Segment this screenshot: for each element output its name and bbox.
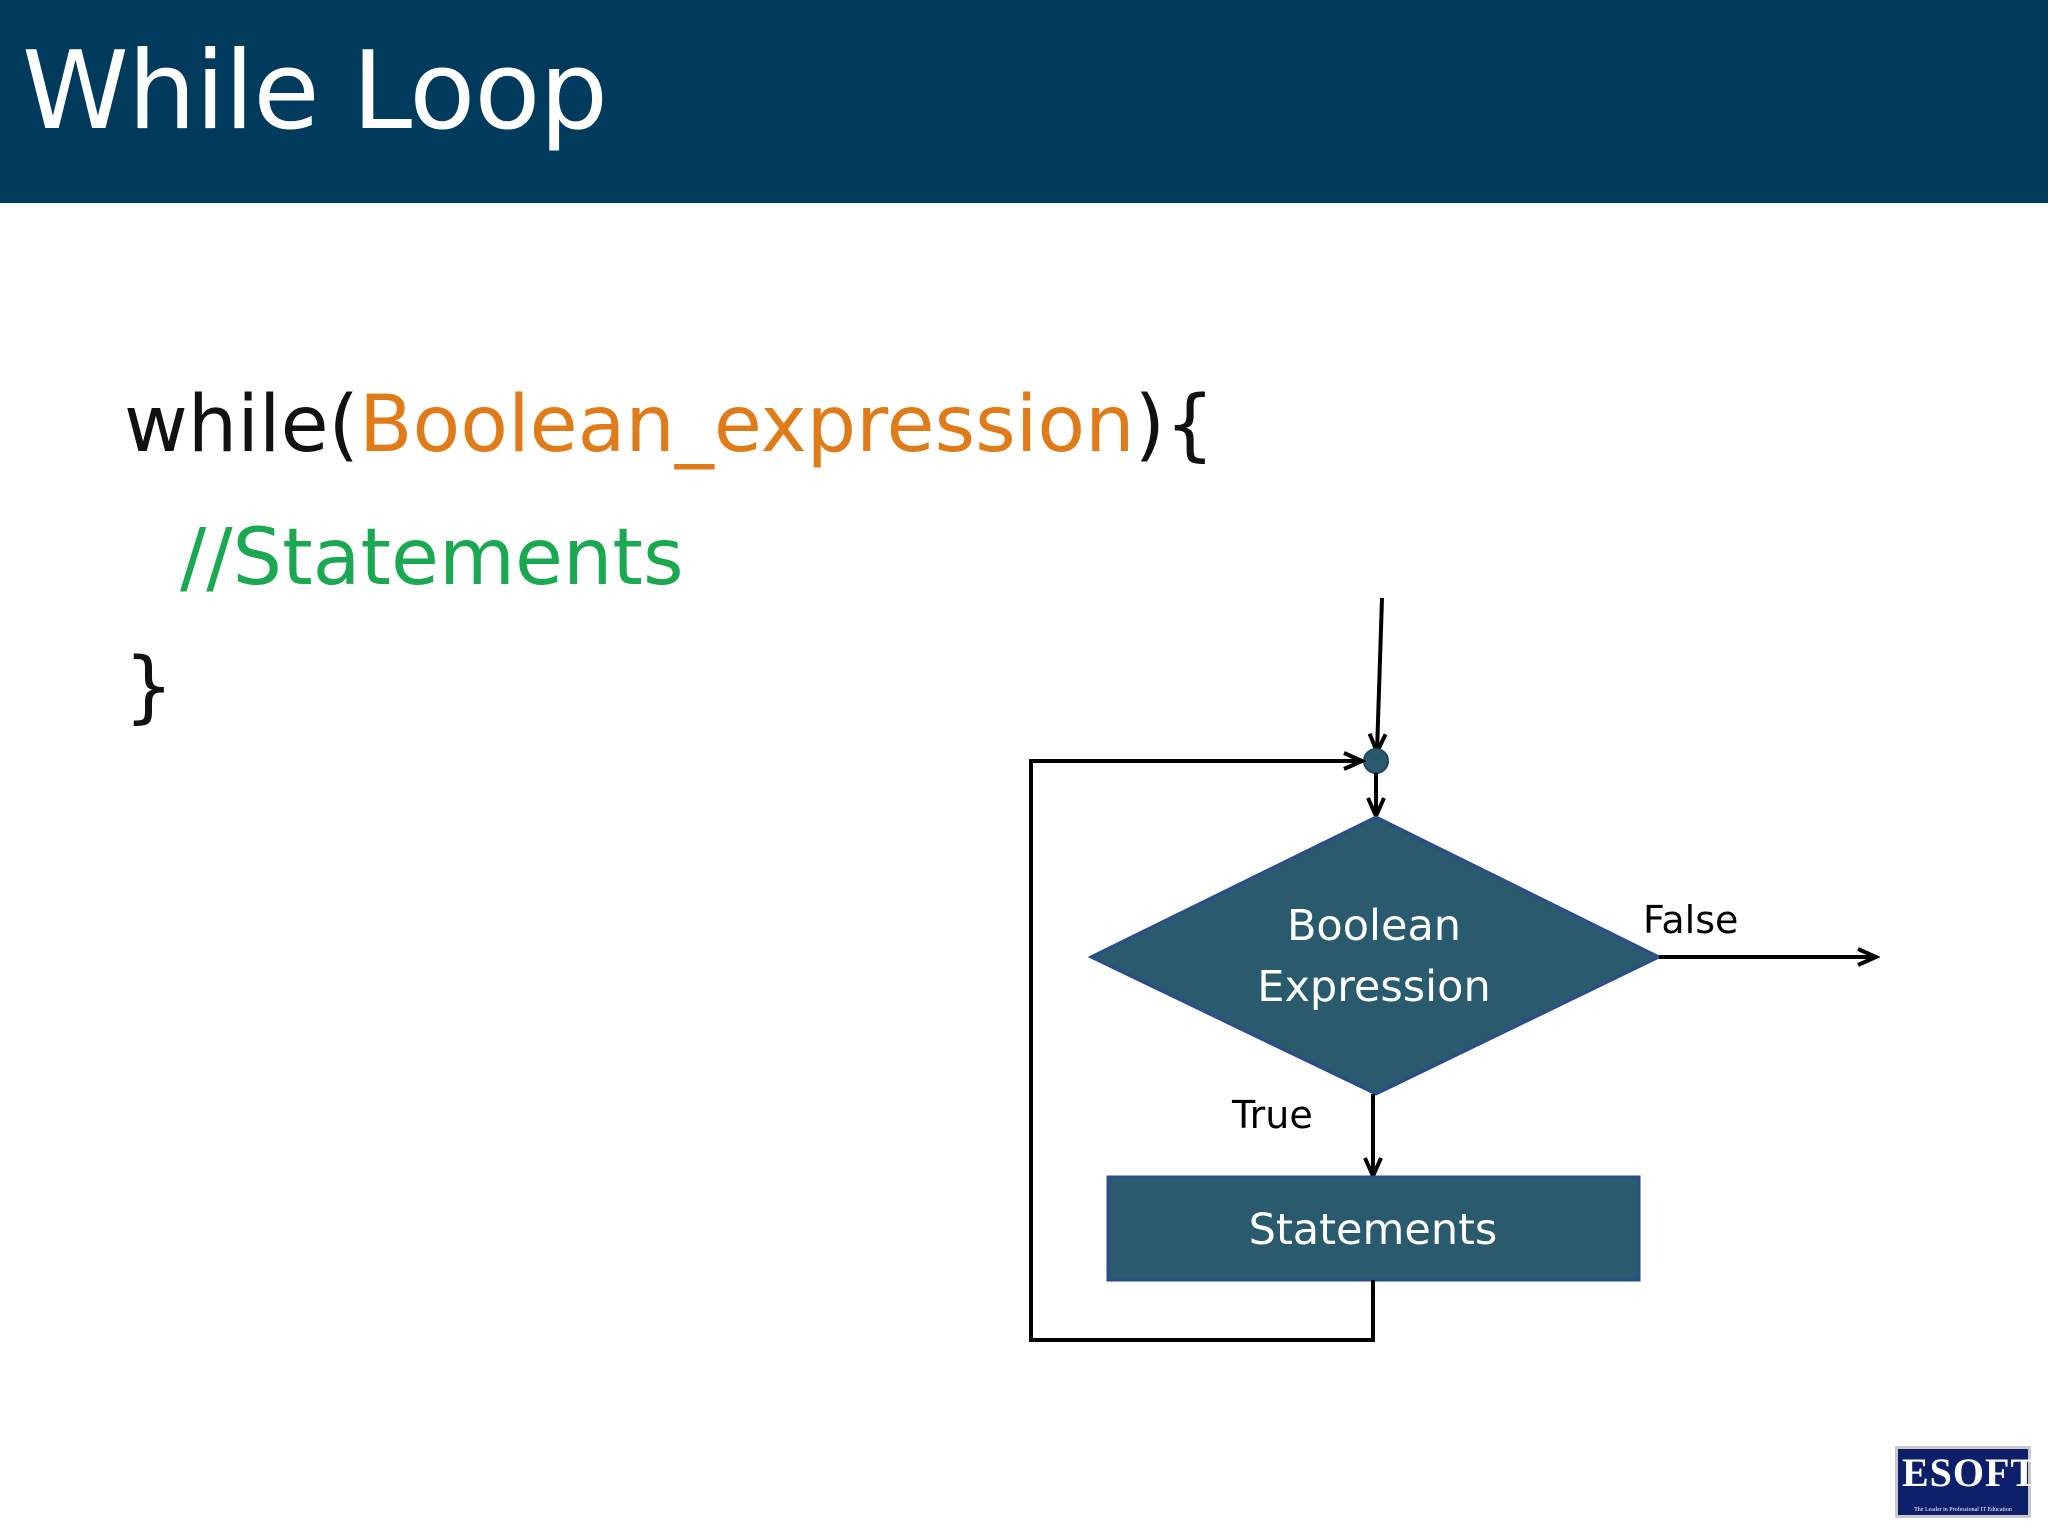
decision-label-line1: Boolean xyxy=(1287,901,1461,951)
code-close-brace: } xyxy=(124,642,174,732)
true-label: True xyxy=(1231,1093,1313,1137)
decision-label-line2: Expression xyxy=(1257,962,1490,1012)
esoft-logo: ESOFT The Leader in Professional IT Educ… xyxy=(1895,1446,2037,1518)
slide-title: While Loop xyxy=(22,29,608,154)
code-open-brace: ){ xyxy=(1134,380,1215,470)
junction-dot xyxy=(1363,748,1389,774)
entry-arrow xyxy=(1377,597,1382,752)
code-keyword: while( xyxy=(124,380,359,470)
code-comment: //Statements xyxy=(180,513,684,603)
logo-name: ESOFT xyxy=(1902,1450,2039,1495)
logo-tagline: The Leader in Professional IT Education xyxy=(1914,1507,2012,1513)
decision-diamond xyxy=(1087,815,1663,1096)
false-label: False xyxy=(1643,898,1738,942)
code-line-comment: //Statements xyxy=(180,519,684,597)
code-expression: Boolean_expression xyxy=(359,380,1135,470)
code-line-close: } xyxy=(124,648,174,726)
statements-label: Statements xyxy=(1249,1205,1498,1255)
loop-back-arrow xyxy=(1029,761,1375,1342)
statements-box xyxy=(1106,1175,1641,1282)
title-bar: While Loop xyxy=(0,0,2048,203)
code-line-while: while(Boolean_expression){ xyxy=(124,386,1215,464)
